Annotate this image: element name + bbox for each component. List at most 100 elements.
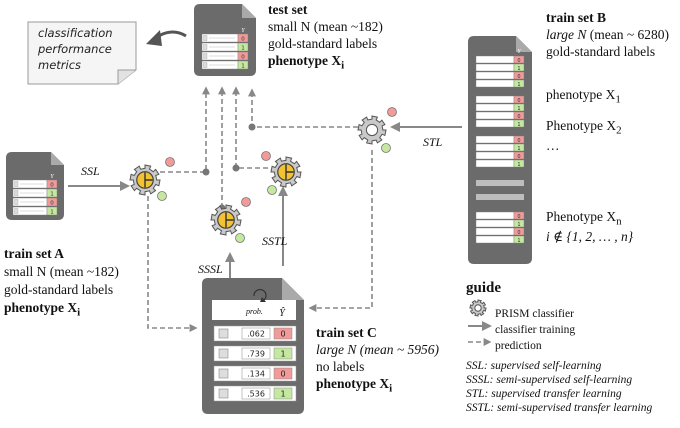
train-a-doc-icon-fold <box>51 152 64 165</box>
train-b-gap-1 <box>476 180 524 186</box>
train-b-g0-label-3: 1 <box>517 82 520 88</box>
gear-a-to-c <box>147 196 198 332</box>
train-b-g2-label-1: 1 <box>517 146 520 152</box>
train-c-phenotype: phenotype Xi <box>316 376 392 397</box>
gear-sssl-icon <box>210 204 242 236</box>
train-a-title: train set A <box>4 246 64 261</box>
train-b-pheno-n-text: Phenotype X <box>546 209 617 224</box>
gear-stl-icon <box>357 115 387 145</box>
test-doc-row-box-2 <box>203 53 208 59</box>
gear-sssl-ball-green <box>235 233 245 243</box>
train-c-label-cell-1 <box>273 347 293 360</box>
gear-b-dot <box>248 123 256 131</box>
metrics-arrowhead <box>146 30 162 46</box>
train-b-g0-cell-0 <box>513 55 525 64</box>
train-b-g1-cell-0 <box>513 95 525 104</box>
test-doc-label-3: 1 <box>241 64 245 70</box>
gear-sssl-icon-core-mark <box>225 212 234 228</box>
train-c-row-box-3 <box>218 388 229 399</box>
guide-item-classifier: PRISM classifier <box>495 308 574 320</box>
train-b-g1-label-2: 0 <box>517 114 520 120</box>
train-b-g3-row-2 <box>475 227 515 236</box>
train-b-g0-label-2: 0 <box>517 74 520 80</box>
train-c-prob-cell-3 <box>241 387 271 400</box>
train-c-pheno-text: phenotype X <box>316 376 390 391</box>
train-b-g1-label-0: 0 <box>517 98 520 104</box>
train-b-labels: gold-standard labels <box>546 44 656 59</box>
train-b-g1-row-0 <box>475 95 515 104</box>
train-b-g0-label-0: 0 <box>517 58 520 64</box>
test-doc-label-1: 1 <box>241 46 245 52</box>
test-doc-label-2: 0 <box>241 55 245 61</box>
train-b-g0-row-0 <box>475 55 515 64</box>
gear-sstl-ball-red <box>261 151 271 161</box>
train-a-doc-y-header: Y <box>50 174 54 180</box>
gear-sstl-icon <box>270 156 302 188</box>
train-b-g2-label-0: 0 <box>517 138 520 144</box>
test-doc-label-cell-0 <box>237 33 249 43</box>
train-b-g2-row-3 <box>475 159 515 168</box>
test-set-doc-icon-fold <box>242 4 256 18</box>
train-a-doc-label-0: 0 <box>50 183 54 189</box>
train-b-size: large N (mean ~ 6280) <box>546 27 669 43</box>
gear-sstl-ball-green <box>267 185 277 195</box>
train-a-doc-label-2: 0 <box>50 201 54 207</box>
train-c-labels: no labels <box>316 359 365 374</box>
train-c-title: train set C <box>316 325 377 340</box>
train-c-label-2: 0 <box>280 370 285 379</box>
test-set-pheno-sub: i <box>341 59 345 72</box>
train-a-doc-row-box-2 <box>14 199 19 205</box>
train-b-g2-label-3: 1 <box>517 162 520 168</box>
gear-stl-ball-green <box>381 143 391 153</box>
train-c-row-box-0 <box>218 328 229 339</box>
train-b-gap-2 <box>476 194 524 200</box>
train-a-phenotype: phenotype Xi <box>4 300 80 321</box>
guide-abbr-sstl: SSTL: semi-supervised transfer learning <box>466 402 653 414</box>
gear-sstl-icon-core-mark <box>285 164 294 180</box>
sstl-label: SSTL <box>262 234 288 248</box>
train-c-label-cell-2 <box>273 367 293 380</box>
train-b-g0-label-1: 1 <box>517 66 520 72</box>
train-c-row-box-2 <box>218 368 229 379</box>
train-b-g3-label-1: 1 <box>517 222 520 228</box>
train-c-label-cell-3 <box>273 387 293 400</box>
refresh-icon <box>253 288 267 301</box>
gear-a-dot <box>202 168 210 176</box>
train-b-g1-row-1 <box>475 103 515 112</box>
train-b-pheno-2: Phenotype X2 <box>546 118 622 139</box>
train-b-g0-row-3 <box>475 79 515 88</box>
train-b-g1-cell-2 <box>513 111 525 120</box>
train-b-g1-cell-1 <box>513 103 525 112</box>
gear-ssl-icon-core-mark <box>144 172 153 188</box>
train-c-row-box-1 <box>218 348 229 359</box>
train-b-g1-row-2 <box>475 111 515 120</box>
train-a-doc-label-cell-3 <box>46 206 58 216</box>
guide-abbr-stl: STL: supervised transfer learning <box>466 388 622 400</box>
train-a-doc-label-cell-2 <box>46 197 58 207</box>
guide-item-training: classifier training <box>495 324 576 336</box>
train-a-pheno-sub: i <box>77 306 81 319</box>
train-b-pheno-n: Phenotype Xn <box>546 209 622 230</box>
train-a-doc-label-3: 1 <box>50 210 54 216</box>
train-c-prob-header: prob. <box>245 307 263 316</box>
train-c-prob-3: .536 <box>247 390 265 399</box>
gear-c-dot <box>232 164 240 172</box>
train-b-g1-label-3: 1 <box>517 122 520 128</box>
test-set-phenotype: phenotype Xi <box>268 53 344 74</box>
train-b-g2-cell-2 <box>513 151 525 160</box>
gear-ssl-ball-green <box>157 191 167 201</box>
guide-item-prediction: prediction <box>495 340 542 352</box>
train-c-yhat-header: Ŷ <box>279 307 286 319</box>
test-doc-label-cell-3 <box>237 60 249 70</box>
gear-stl-ball-red <box>387 107 397 117</box>
train-b-g0-row-1 <box>475 63 515 72</box>
train-b-g1-row-3 <box>475 119 515 128</box>
train-b-g1-label-1: 1 <box>517 106 520 112</box>
train-b-g0-cell-3 <box>513 79 525 88</box>
train-c-label-cell-0 <box>273 327 293 340</box>
test-set-size: small N (mean ~182) <box>268 19 383 34</box>
train-c-pheno-sub: i <box>389 382 393 395</box>
test-doc-row-box-0 <box>203 35 208 41</box>
